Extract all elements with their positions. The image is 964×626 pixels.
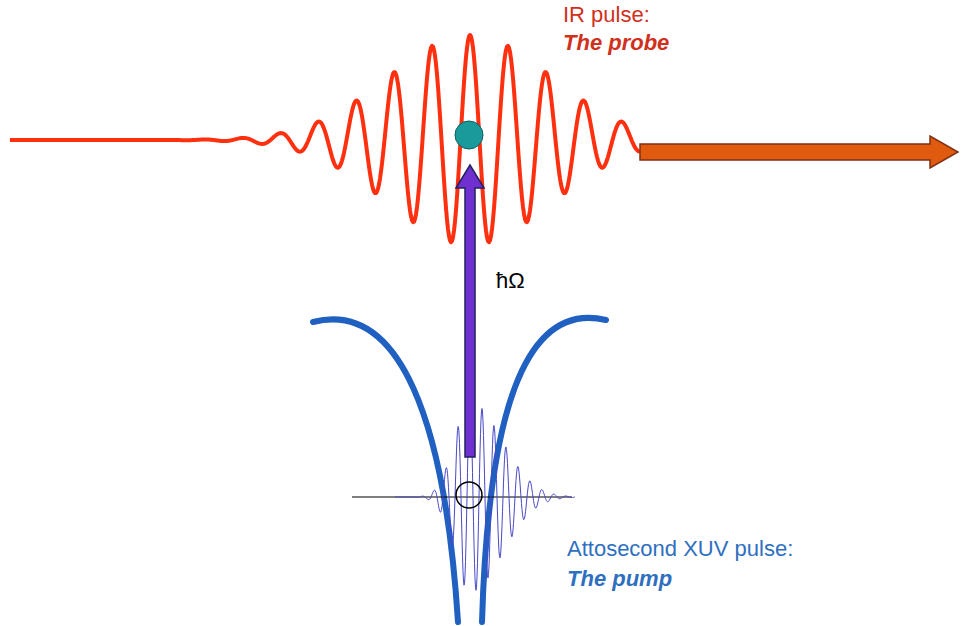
bound-electron: [456, 482, 482, 508]
photon-energy-label: ħΩ: [496, 268, 525, 293]
photon-arrow: [456, 165, 484, 457]
xuv-pulse-wave: [395, 402, 575, 590]
emission-arrow: [640, 136, 958, 168]
ir-pulse-wave: [10, 35, 640, 242]
pulse-label: Attosecond XUV pulse:: [567, 536, 793, 561]
free-electron: [455, 121, 483, 149]
role-label: The pump: [567, 566, 672, 591]
pulse-label: IR pulse:: [563, 2, 650, 27]
potential-well-left: [313, 319, 458, 622]
role-label: The probe: [563, 30, 669, 55]
